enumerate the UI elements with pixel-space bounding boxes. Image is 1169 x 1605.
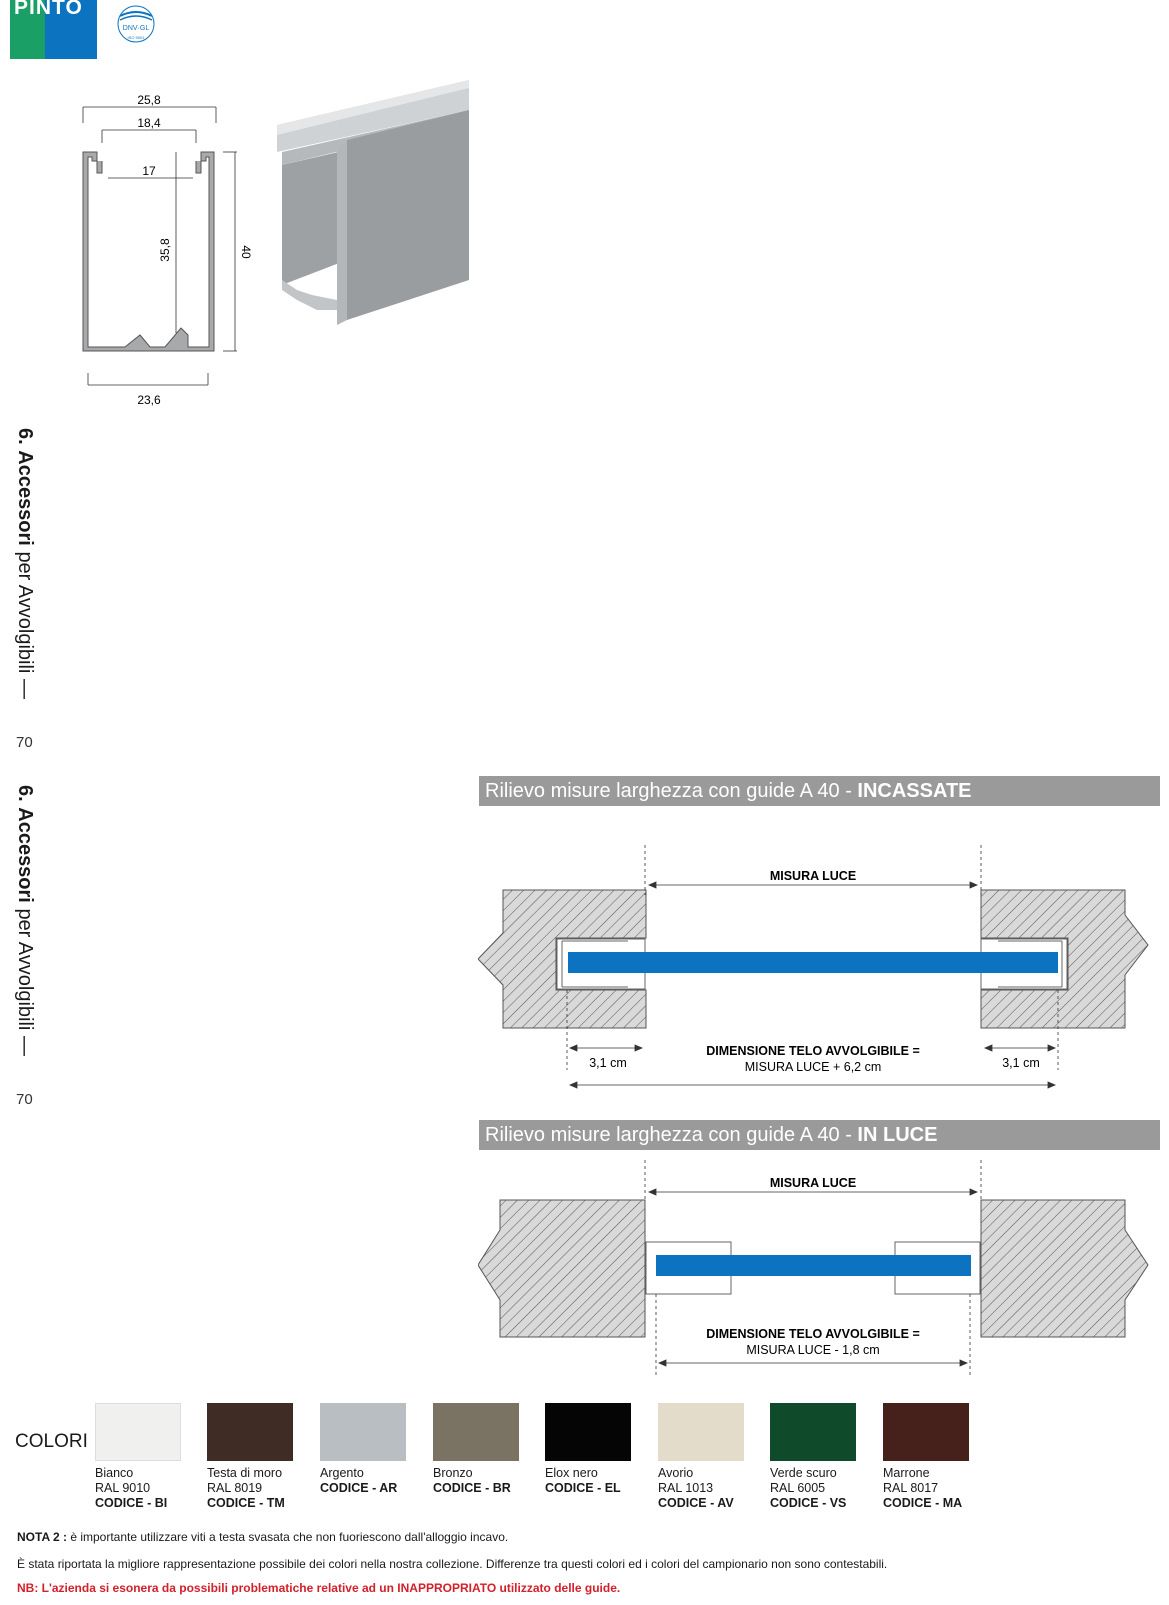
dim-23-6: 23,6 xyxy=(137,393,161,407)
side-title-rest: per Avvolgibili xyxy=(14,551,36,674)
slat-in-luce xyxy=(656,1255,971,1276)
section1-banner: Rilievo misure larghezza con guide A 40 … xyxy=(479,776,1160,806)
section1-title-prefix: Rilievo misure larghezza con guide A 40 … xyxy=(485,780,858,802)
misura-luce-1: MISURA LUCE xyxy=(770,869,856,883)
diagram-incassate: MISURA LUCE 3,1 cm 3,1 cm DIMENSIONE TEL… xyxy=(478,845,1149,1089)
color-ral: RAL 1013 xyxy=(658,1481,714,1495)
color-ral: RAL 8017 xyxy=(883,1481,939,1495)
dim-line2-s1: MISURA LUCE + 6,2 cm xyxy=(745,1060,882,1074)
dim-line1-s1: DIMENSIONE TELO AVVOLGIBILE = xyxy=(706,1044,920,1058)
logo-text: PINTO xyxy=(14,0,83,19)
misura-luce-2: MISURA LUCE xyxy=(770,1176,856,1190)
color-code: CODICE - TM xyxy=(207,1496,285,1510)
page-number-1: 70 xyxy=(16,734,33,751)
side-title-number: 6. xyxy=(14,785,36,802)
color-name: Bianco xyxy=(95,1466,134,1480)
page-number-2: 70 xyxy=(16,1091,33,1108)
color-ral: RAL 9010 xyxy=(95,1481,151,1495)
color-code: CODICE - AR xyxy=(320,1481,398,1495)
dim-17: 17 xyxy=(142,164,156,178)
color-code: CODICE - AV xyxy=(658,1496,734,1510)
color-name: Bronzo xyxy=(433,1466,473,1480)
section2-title-bold: IN LUCE xyxy=(857,1124,938,1146)
dim-35-8: 35,8 xyxy=(158,238,172,262)
color-name: Argento xyxy=(320,1466,364,1480)
side-title-bold: Accessori xyxy=(14,807,36,903)
side-title-dash: — xyxy=(14,1035,36,1056)
color-swatch xyxy=(320,1403,406,1461)
side-title-1: 6. Accessori per Avvolgibili — xyxy=(13,428,36,699)
color-swatch xyxy=(545,1403,631,1461)
color-swatch xyxy=(433,1403,519,1461)
color-swatch xyxy=(883,1403,969,1461)
dim-line2-s2: MISURA LUCE - 1,8 cm xyxy=(746,1343,879,1357)
color-ral: RAL 8019 xyxy=(207,1481,263,1495)
slat-incassate xyxy=(568,952,1058,973)
diagram-in-luce: MISURA LUCE DIMENSIONE TELO AVVOLGIBILE … xyxy=(478,1160,1149,1375)
right-cm-label: 3,1 cm xyxy=(1002,1056,1040,1070)
pinto-logo: PINTO xyxy=(10,0,97,59)
side-title-number: 6. xyxy=(14,428,36,445)
color-swatch xyxy=(95,1403,181,1461)
profile-3d-render xyxy=(277,80,469,325)
color-code: CODICE - BI xyxy=(95,1496,168,1510)
color-name: Elox nero xyxy=(545,1466,598,1480)
disclaimer: È stata riportata la migliore rappresent… xyxy=(17,1557,888,1571)
cert-text: DNV·GL xyxy=(123,25,150,32)
side-title-dash: — xyxy=(14,678,36,699)
color-ral: RAL 6005 xyxy=(770,1481,826,1495)
section1-title-bold: INCASSATE xyxy=(857,780,972,802)
cert-sub: ISO 9001 xyxy=(128,35,146,40)
nota2-label: NOTA 2 : xyxy=(17,1530,67,1544)
nota2: NOTA 2 : è importante utilizzare viti a … xyxy=(17,1530,508,1544)
side-title-bold: Accessori xyxy=(14,450,36,546)
side-title-rest: per Avvolgibili xyxy=(14,908,36,1031)
color-name: Testa di moro xyxy=(207,1466,283,1480)
left-cm-label: 3,1 cm xyxy=(589,1056,627,1070)
nb-warning: NB: L'azienda si esonera da possibili pr… xyxy=(17,1581,621,1595)
color-swatch xyxy=(658,1403,744,1461)
nota2-text: è importante utilizzare viti a testa sva… xyxy=(67,1530,509,1544)
profile-section-drawing: 25,8 18,4 17 35,8 40 23,6 xyxy=(82,95,253,407)
color-code: CODICE - MA xyxy=(883,1496,963,1510)
color-code: CODICE - VS xyxy=(770,1496,847,1510)
color-code: CODICE - BR xyxy=(433,1481,511,1495)
color-code: CODICE - EL xyxy=(545,1481,621,1495)
colors-label: COLORI xyxy=(15,1431,88,1452)
color-name: Verde scuro xyxy=(770,1466,837,1480)
side-title-2: 6. Accessori per Avvolgibili — xyxy=(13,785,36,1056)
color-swatch xyxy=(207,1403,293,1461)
dim-40: 40 xyxy=(239,245,253,259)
section2-banner: Rilievo misure larghezza con guide A 40 … xyxy=(479,1120,1160,1150)
color-name: Marrone xyxy=(883,1466,930,1480)
dim-18-4: 18,4 xyxy=(137,116,161,130)
dnv-gl-cert-icon: DNV·GL ISO 9001 xyxy=(117,5,155,43)
section2-title-prefix: Rilievo misure larghezza con guide A 40 … xyxy=(485,1124,858,1146)
dim-line1-s2: DIMENSIONE TELO AVVOLGIBILE = xyxy=(706,1327,920,1341)
color-name: Avorio xyxy=(658,1466,694,1480)
dim-25-8: 25,8 xyxy=(137,95,161,107)
color-swatch xyxy=(770,1403,856,1461)
